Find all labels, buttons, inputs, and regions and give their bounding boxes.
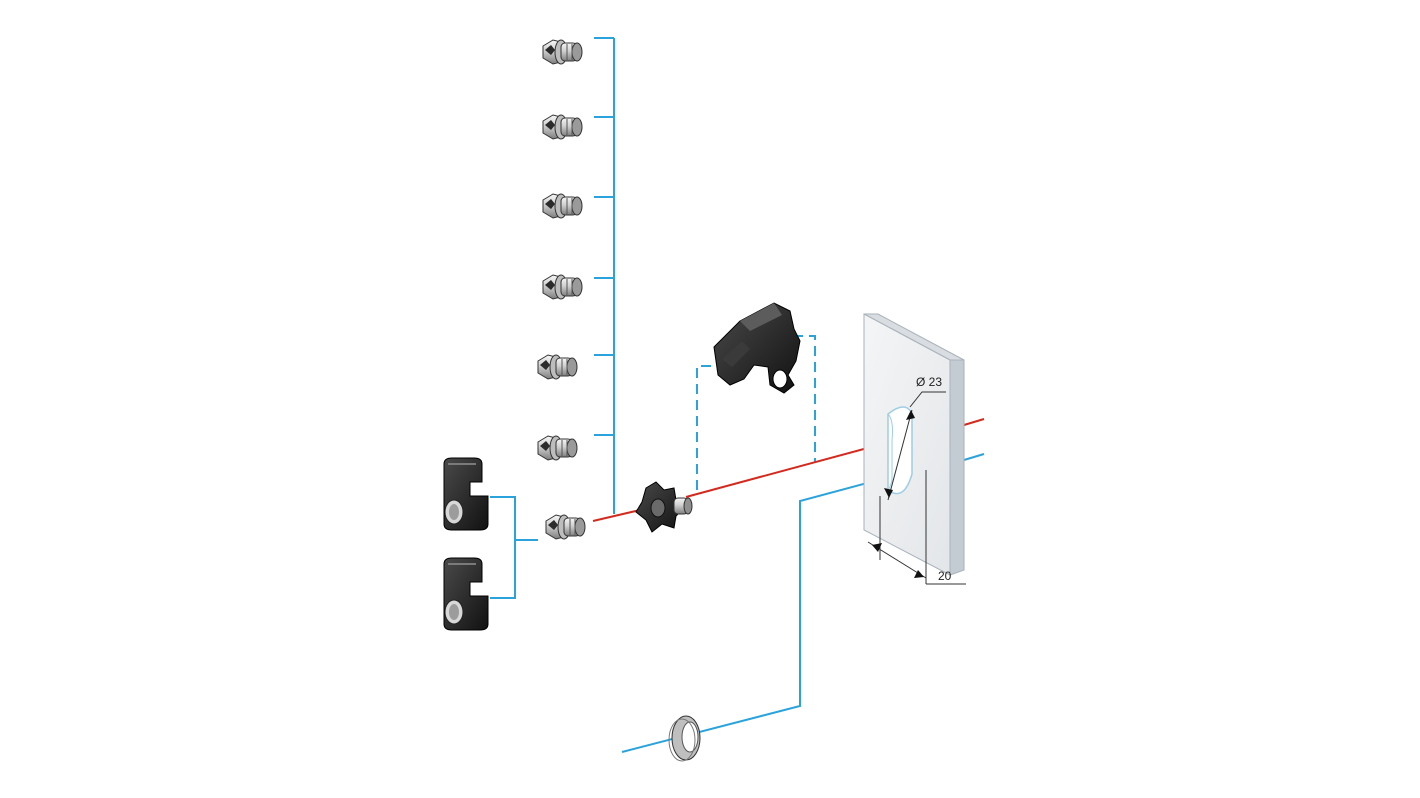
guide-lines	[490, 37, 985, 753]
insert-icon	[542, 39, 583, 65]
insert-icon	[542, 274, 583, 300]
diameter-label: Ø 23	[916, 375, 942, 389]
dimension-lines	[867, 391, 966, 585]
cylinder-lock-icon	[443, 557, 489, 631]
width-label: 20	[938, 569, 952, 583]
insert-icon	[537, 354, 578, 380]
dimension-arrows	[872, 410, 924, 578]
latch-cam-icon	[713, 302, 801, 394]
insert-icon	[542, 193, 583, 219]
handle-body-icon	[635, 481, 693, 533]
seal-ring-icon	[668, 715, 701, 762]
panel-cutout	[887, 406, 913, 495]
panel-door-icon	[863, 313, 965, 576]
insert-column	[537, 39, 586, 540]
insert-icon	[537, 435, 578, 461]
latch-guide-dashed	[696, 335, 816, 490]
cylinder-locks	[443, 457, 489, 631]
insert-icon	[542, 114, 583, 140]
insert-icon	[545, 514, 586, 540]
cylinder-lock-icon	[443, 457, 489, 531]
